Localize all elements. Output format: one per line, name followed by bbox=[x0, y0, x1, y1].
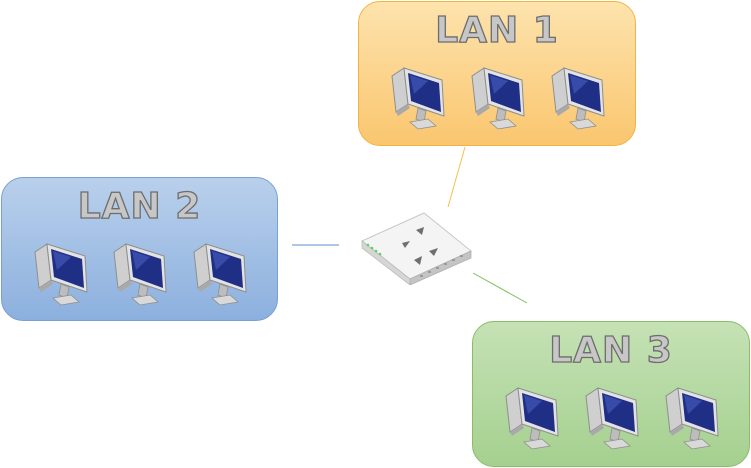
computer-icon bbox=[464, 64, 530, 130]
computer-icon bbox=[544, 64, 610, 130]
lan-2-label: LAN 2 bbox=[77, 185, 202, 227]
computer-icon bbox=[578, 384, 644, 450]
link-lan3 bbox=[472, 272, 528, 304]
lan-3-group: LAN 3 bbox=[472, 321, 750, 467]
network-switch-icon bbox=[358, 205, 473, 285]
computer-icon bbox=[27, 240, 93, 306]
computer-icon bbox=[384, 64, 450, 130]
computer-icon bbox=[186, 240, 252, 306]
computer-icon bbox=[658, 384, 724, 450]
lan-1-group: LAN 1 bbox=[358, 1, 636, 146]
computer-icon bbox=[498, 384, 564, 450]
link-lan1 bbox=[447, 146, 466, 208]
lan-1-label: LAN 1 bbox=[435, 9, 559, 51]
lan-3-label: LAN 3 bbox=[549, 329, 673, 371]
lan-2-group: LAN 2 bbox=[1, 177, 278, 321]
computer-icon bbox=[106, 240, 172, 306]
